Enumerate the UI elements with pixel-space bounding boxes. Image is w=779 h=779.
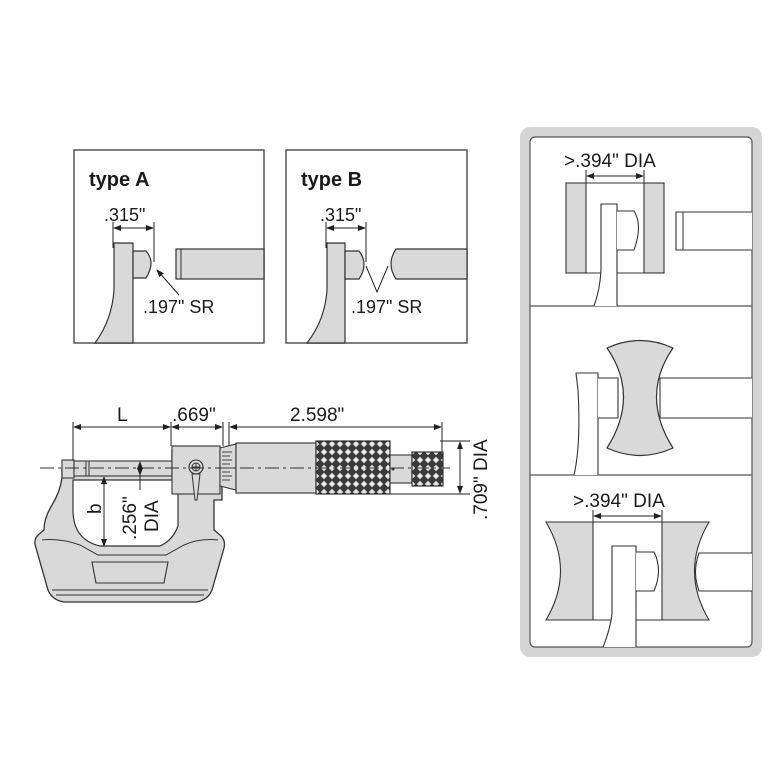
ratchet-knurl (411, 451, 444, 487)
tube-dim: >.394" DIA (564, 151, 656, 172)
type-b-panel: type B .315" .197" SR (285, 149, 468, 344)
dim-b: b (85, 503, 106, 514)
micrometer-side-view (34, 440, 450, 603)
type-a-panel: type A .315" .197" SR (73, 149, 265, 344)
type-a-title: type A (89, 169, 149, 191)
main-dimensions: L .669" 2.598" .709" DIA b .256" DIA (72, 405, 492, 547)
dim-frame-width: .669" (172, 405, 216, 426)
application-tube: >.394" DIA (564, 151, 752, 307)
type-b-length-dim: .315" (320, 205, 361, 225)
dim-spindle-dia-value: .256" (120, 496, 141, 540)
application-groove: >.394" DIA (545, 491, 752, 648)
dim-L: L (117, 405, 128, 426)
type-b-radius-dim: .197" SR (351, 297, 422, 317)
application-concave (573, 339, 752, 476)
dim-sleeve-length: 2.598" (290, 405, 344, 426)
dim-thimble-dia: .709" DIA (471, 439, 492, 520)
type-a-length-dim: .315" (104, 205, 145, 225)
type-a-radius-dim: .197" SR (143, 297, 214, 317)
groove-dim: >.394" DIA (573, 491, 665, 512)
dim-spindle-dia-unit: DIA (142, 500, 163, 532)
type-b-title: type B (301, 169, 362, 191)
